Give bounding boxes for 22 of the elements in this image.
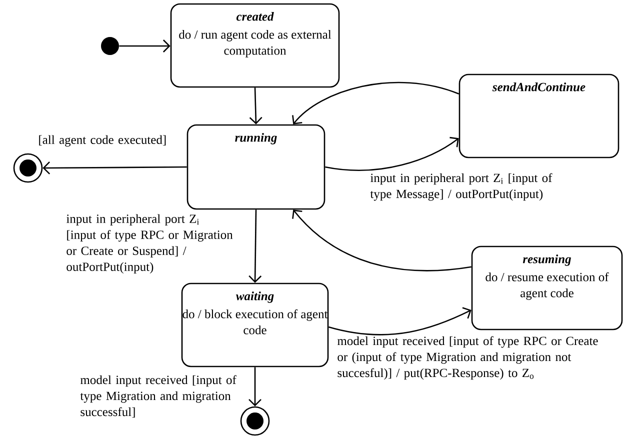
edge-label: model input received [input of type RPC or Create or (input of type Migration and migration not succesful)] / put(RPC-Response) to Z$_{o}$	[337, 336, 598, 380]
state-box: created do / run agent code as external computation	[170, 3, 340, 88]
edge-label: [all agent code executed]	[39, 135, 166, 147]
edge-label: input in peripheral port Z$_{i}$ [input of type RPC or Migration or Create or Suspend] / outPortPut(input)	[66, 214, 233, 274]
arrow	[249, 88, 262, 124]
arrow	[292, 210, 472, 272]
arrow	[248, 210, 262, 283]
final-state	[13, 153, 43, 183]
arrow	[328, 307, 472, 336]
state-box: sendAndContinue	[458, 74, 620, 158]
arrow	[119, 40, 170, 52]
arrow	[42, 162, 187, 174]
state-box: running	[186, 124, 326, 210]
arrow	[248, 367, 262, 406]
arrow	[292, 82, 460, 124]
edge-label: input in peripheral port Z$_{i}$ [input of type Message] / outPortPut(input)	[370, 173, 552, 201]
state-box: resuming do / resume execution of agent code	[471, 246, 623, 330]
final-state	[240, 406, 270, 436]
edge-label: model input received [input of type Migration and migration successful]	[80, 375, 236, 418]
arrow	[325, 136, 459, 171]
state-box: waiting do / block execution of agent code	[181, 282, 329, 368]
initial-state	[101, 37, 119, 55]
